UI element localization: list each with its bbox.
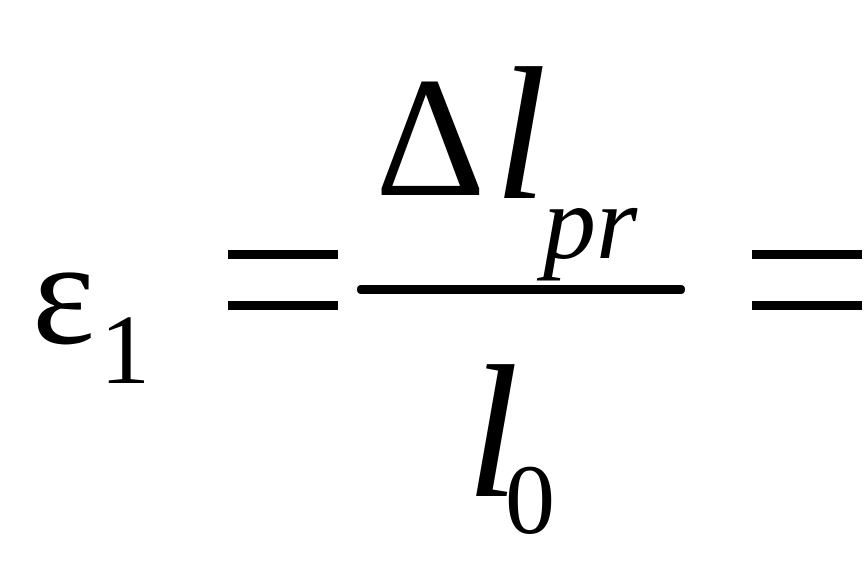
equals-bar-top <box>228 250 338 259</box>
equals-bar-bottom <box>228 301 338 310</box>
denominator-variable: l <box>466 328 519 538</box>
epsilon-subscript: 1 <box>100 294 150 405</box>
numerator-subscript: pr <box>543 164 638 281</box>
epsilon-symbol: ε <box>32 210 95 376</box>
equals-sign-left <box>228 250 338 310</box>
denominator-subscript: 0 <box>505 444 555 555</box>
delta-symbol: Δ <box>375 43 486 233</box>
equals-sign-right <box>752 250 862 310</box>
fraction-bar <box>357 285 685 294</box>
numerator-variable: l <box>494 30 547 240</box>
equals-bar-bottom <box>752 301 862 310</box>
equals-bar-top <box>752 250 862 259</box>
